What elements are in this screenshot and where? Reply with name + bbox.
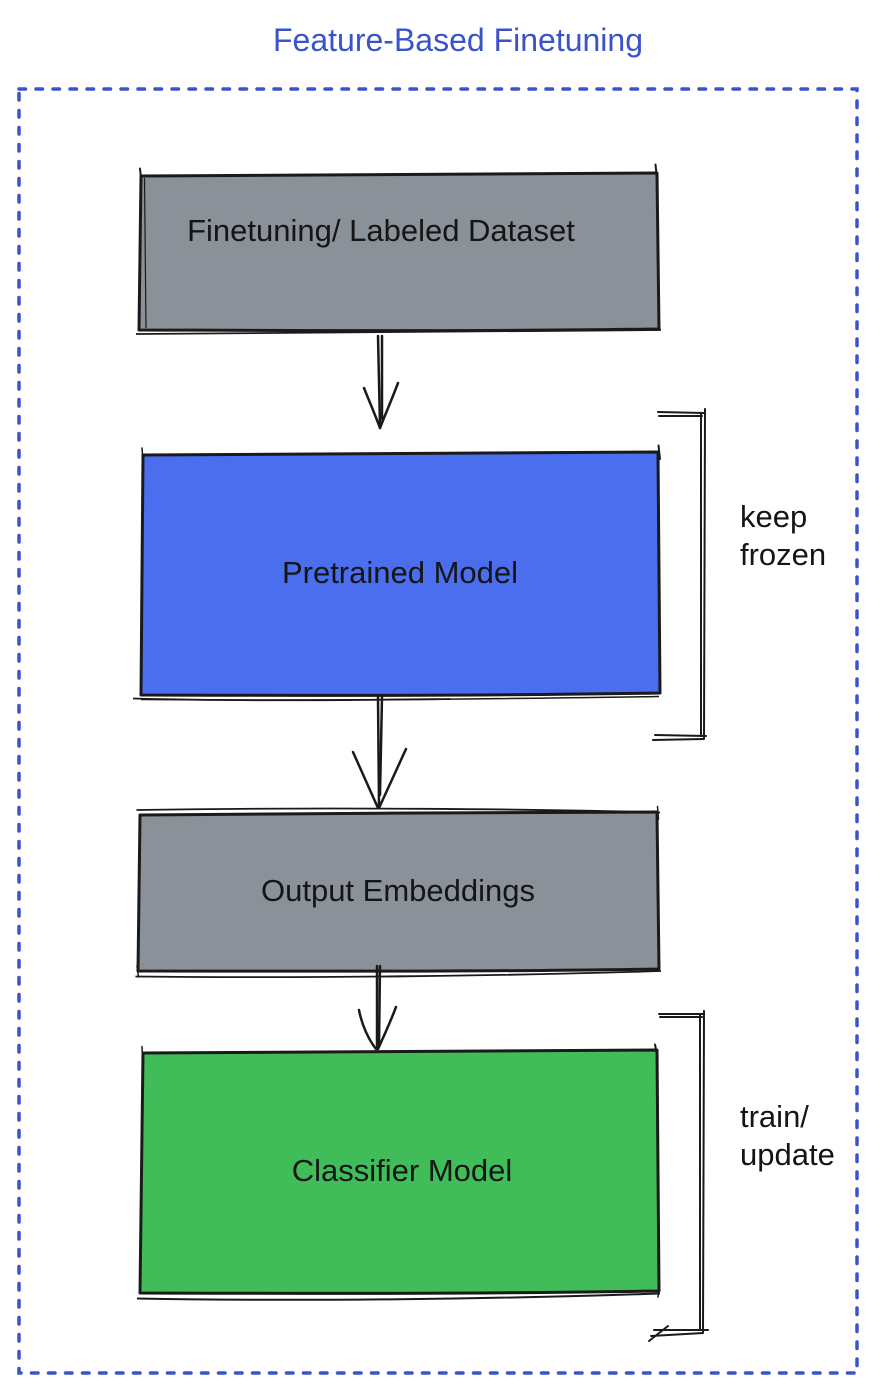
arrow-embeddings-to-classifier xyxy=(357,964,398,1051)
diagram-title: Feature-Based Finetuning xyxy=(273,22,643,58)
box-output-embeddings-shape xyxy=(135,805,662,979)
arrow-pretrained-to-embeddings xyxy=(351,695,408,810)
box-finetuning-dataset-label: Finetuning/ Labeled Dataset xyxy=(187,213,575,248)
arrow-dataset-to-pretrained xyxy=(362,334,400,430)
box-classifier-model-label: Classifier Model xyxy=(291,1153,513,1188)
bracket-train-update xyxy=(648,1010,709,1342)
box-classifier-model-shape xyxy=(136,1043,661,1301)
box-pretrained-model-shape xyxy=(132,444,662,702)
box-finetuning-dataset-shape xyxy=(135,163,662,335)
box-pretrained-model-label: Pretrained Model xyxy=(281,555,519,590)
bracket-keep-frozen xyxy=(652,408,707,741)
annotation-train-update: train/ update xyxy=(740,1099,835,1172)
box-output-embeddings-label: Output Embeddings xyxy=(260,873,535,908)
dashed-border xyxy=(17,87,859,1375)
annotation-keep-frozen: keep frozen xyxy=(740,499,827,572)
